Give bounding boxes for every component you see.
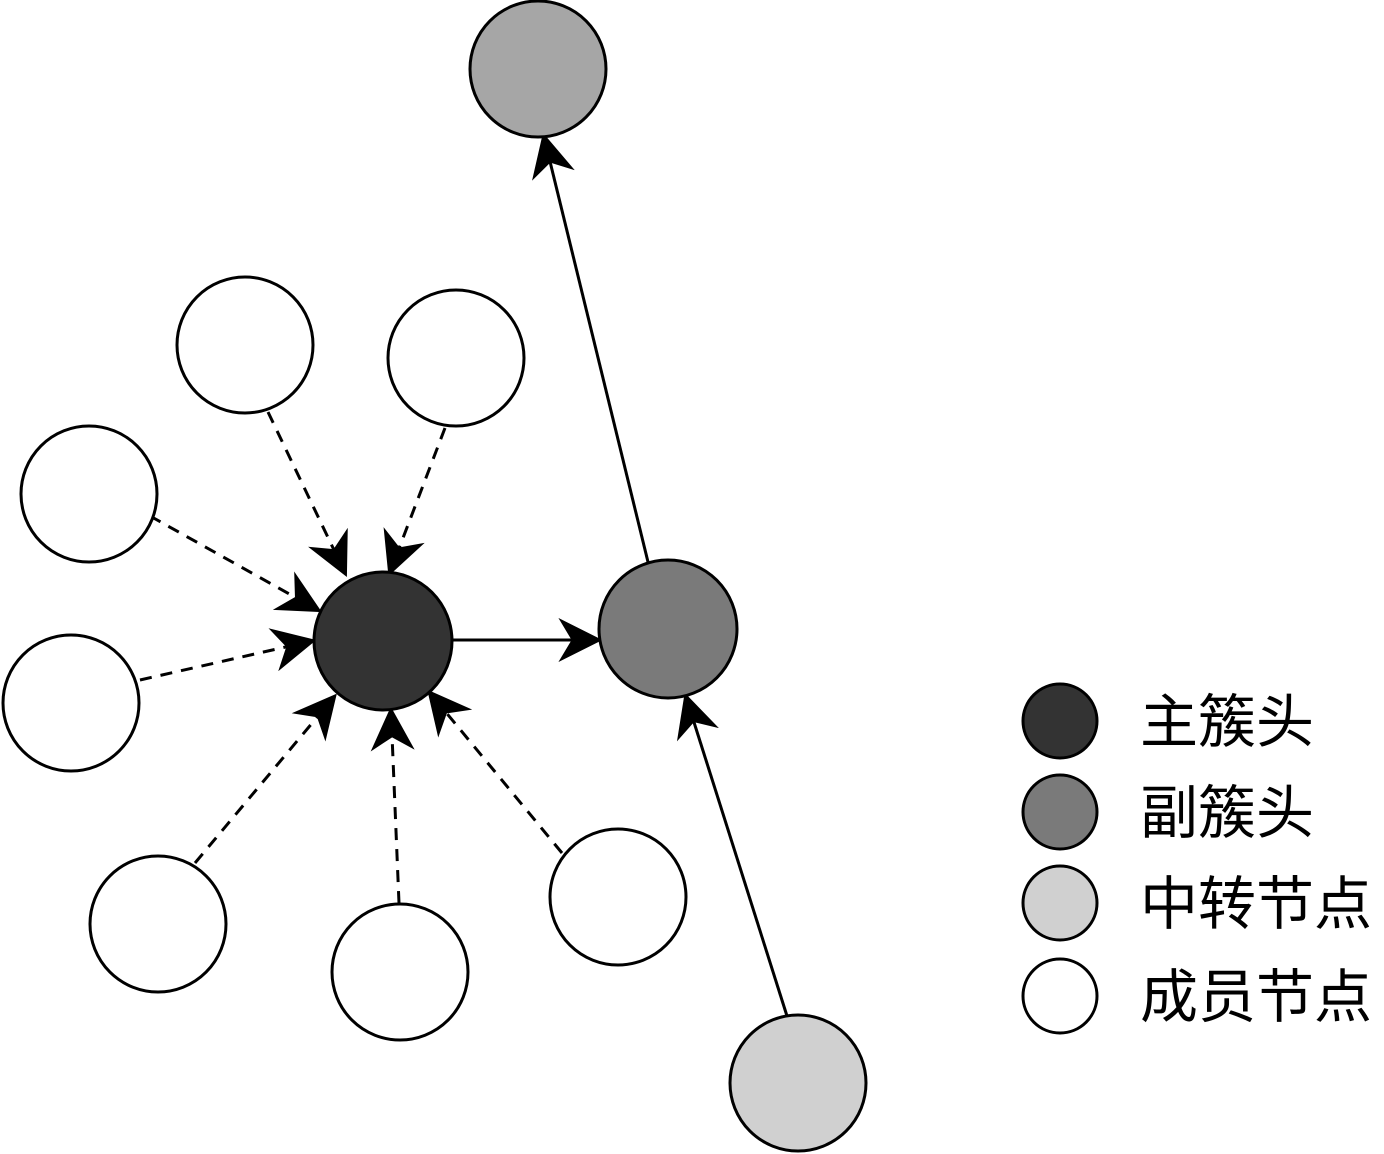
edge-member-1 — [266, 411, 348, 577]
member-node-3 — [19, 424, 159, 564]
edge-member-2 — [383, 427, 447, 577]
relay-node-bottom — [728, 1013, 868, 1153]
edge-member-4 — [139, 628, 317, 682]
legend: 主簇头 副簇头 中转节点 成员节点 — [1021, 682, 1372, 1035]
primary-head-node — [312, 570, 454, 712]
legend-label-primary-head: 主簇头 — [1140, 688, 1314, 756]
edge-member-5 — [193, 693, 337, 864]
legend-label-member-node: 成员节点 — [1140, 963, 1372, 1031]
member-node-1 — [175, 275, 315, 415]
member-node-5 — [88, 854, 228, 994]
head-edges — [452, 132, 789, 1017]
edge-member-3 — [149, 514, 322, 613]
legend-swatch-member-node — [1021, 957, 1099, 1035]
nodes — [1, 0, 868, 1153]
legend-swatch-relay-node — [1021, 864, 1099, 942]
edge-member-7 — [427, 689, 564, 854]
member-node-7 — [548, 827, 688, 967]
secondary-head-node — [597, 558, 739, 700]
legend-swatch-primary-head — [1021, 682, 1099, 760]
edge-relay-bottom-to-secondary — [676, 692, 789, 1017]
legend-label-relay-node: 中转节点 — [1140, 870, 1372, 938]
relay-node-top — [468, 0, 608, 139]
member-node-4 — [1, 633, 141, 773]
legend-label-secondary-head: 副簇头 — [1140, 779, 1314, 847]
member-edges — [139, 411, 564, 904]
member-node-2 — [386, 288, 526, 428]
member-node-6 — [330, 902, 470, 1042]
legend-swatch-secondary-head — [1021, 773, 1099, 851]
edge-secondary-to-relay-top — [532, 132, 650, 563]
edge-member-6 — [370, 706, 415, 904]
